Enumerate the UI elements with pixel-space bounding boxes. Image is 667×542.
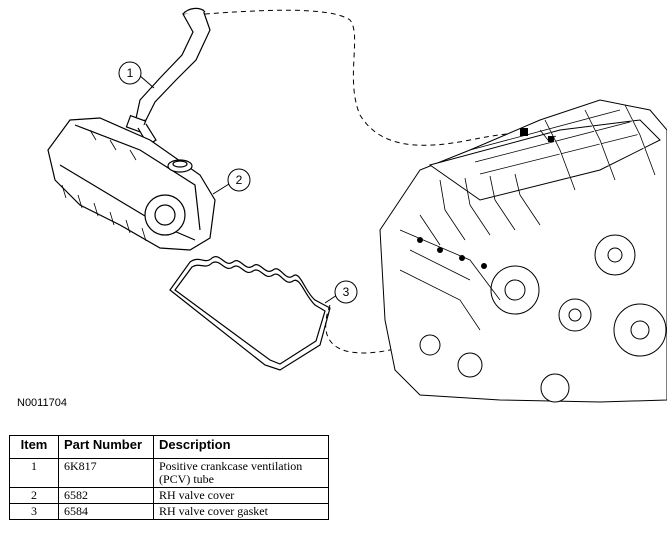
table-row: 2 6582 RH valve cover [9, 487, 329, 504]
cell-part-number: 6K817 [58, 458, 154, 488]
cell-description: RH valve cover [153, 487, 329, 504]
callout-3-label: 3 [343, 285, 350, 299]
table-header-row: Item Part Number Description [9, 435, 329, 459]
cell-description: Positive crankcase ventilation (PCV) tub… [153, 458, 329, 488]
cell-item: 2 [9, 487, 59, 504]
callout-3: 3 [324, 280, 358, 304]
figure-id: N0011704 [17, 397, 67, 409]
callout-2-label: 2 [236, 173, 243, 187]
table-row: 1 6K817 Positive crankcase ventilation (… [9, 458, 329, 488]
pcv-tube [125, 7, 211, 146]
exploded-view-diagram: 1 2 3 [47, 7, 667, 403]
cell-description: RH valve cover gasket [153, 503, 329, 520]
rh-valve-cover [47, 117, 216, 251]
engine-assembly [379, 99, 667, 403]
header-description: Description [153, 435, 329, 459]
callout-1: 1 [118, 61, 155, 89]
parts-table: Item Part Number Description 1 6K817 Pos… [9, 435, 329, 520]
cell-item: 3 [9, 503, 59, 520]
rh-valve-cover-gasket [169, 256, 331, 371]
header-item: Item [9, 435, 59, 459]
header-part-number: Part Number [58, 435, 154, 459]
table-row: 3 6584 RH valve cover gasket [9, 503, 329, 520]
cell-part-number: 6584 [58, 503, 154, 520]
cell-part-number: 6582 [58, 487, 154, 504]
callout-2: 2 [212, 168, 251, 195]
cell-item: 1 [9, 458, 59, 488]
callout-1-label: 1 [127, 66, 134, 80]
